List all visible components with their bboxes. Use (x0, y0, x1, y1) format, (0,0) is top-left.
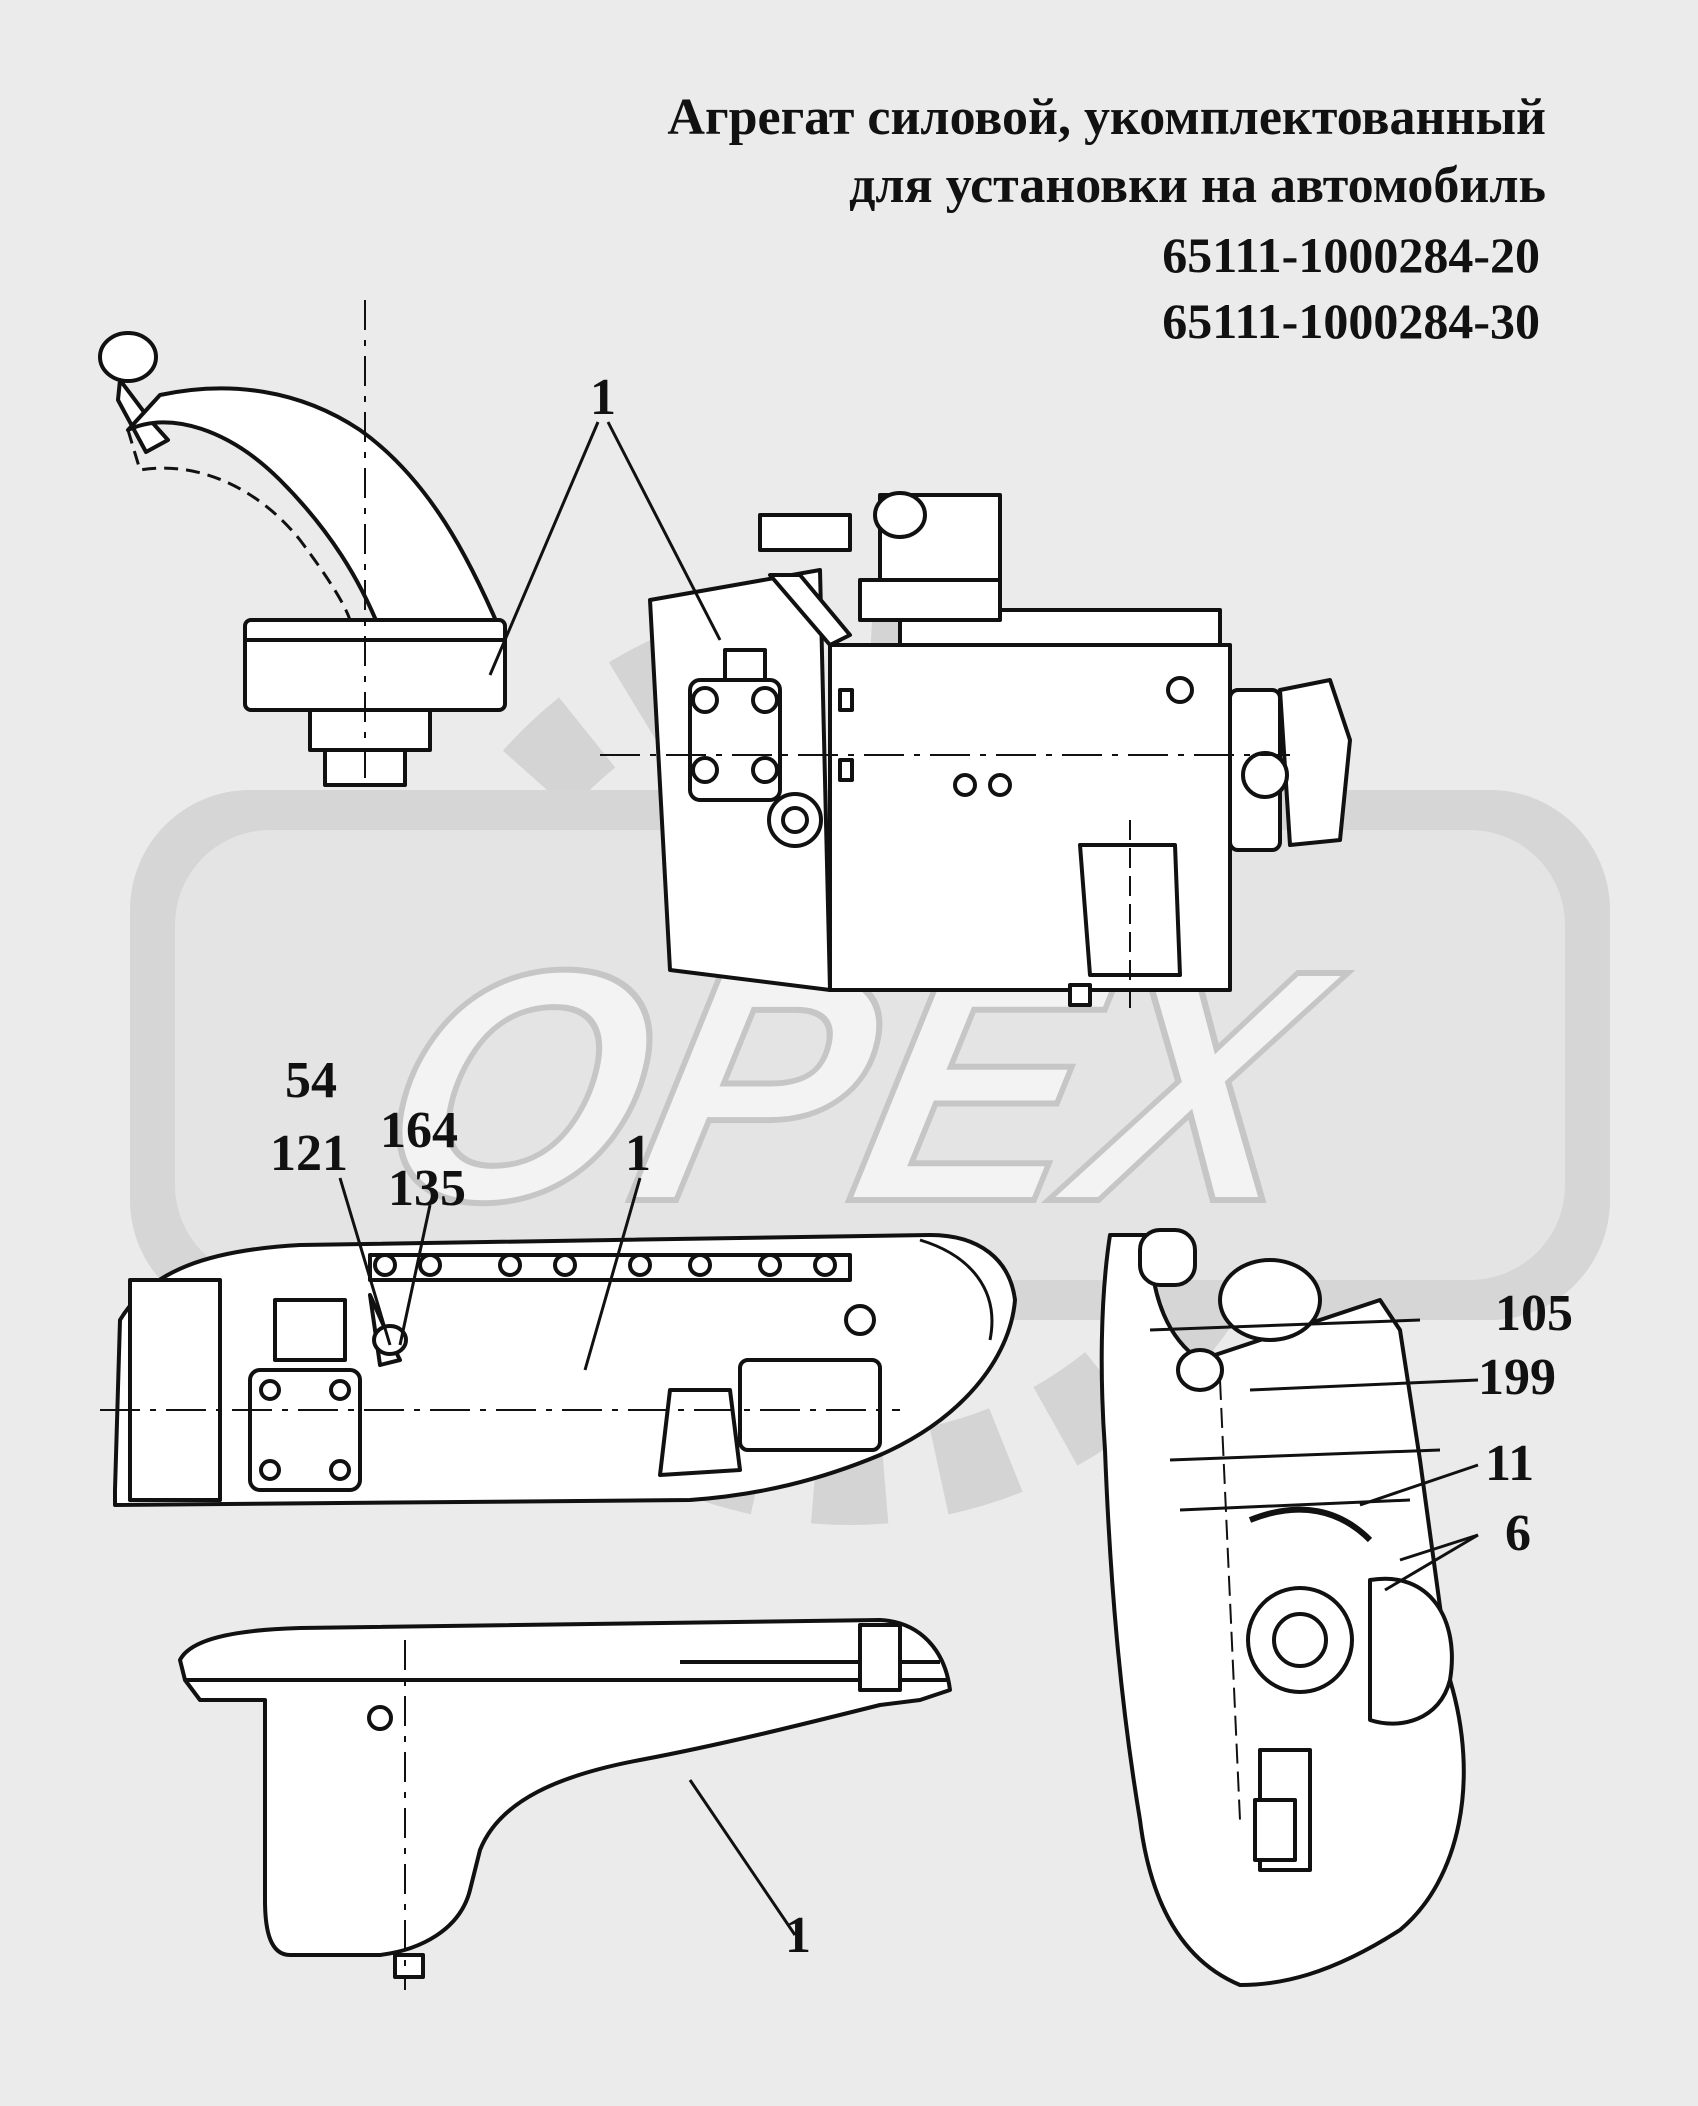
callout-6: 6 (1505, 1505, 1531, 1562)
gear-lever-drawing (98, 300, 507, 787)
callout-121: 121 (270, 1125, 348, 1182)
callout-lever: 1 (590, 369, 616, 426)
gearbox-drawing (600, 491, 1352, 1010)
engine-front-drawing (1099, 1228, 1466, 1987)
callout-11: 11 (1485, 1435, 1535, 1492)
callout-engine: 1 (625, 1125, 651, 1182)
callout-164: 164 (380, 1102, 458, 1159)
title-line-1: Агрегат силовой, укомплектованный (667, 89, 1546, 146)
part-number-1: 65111-1000284-20 (1162, 227, 1540, 283)
part-number-2: 65111-1000284-30 (1162, 293, 1540, 349)
callout-105: 105 (1495, 1285, 1573, 1342)
callout-54: 54 (285, 1052, 337, 1109)
oil-pan-drawing (178, 1618, 952, 1990)
leader-lines (338, 421, 1479, 1936)
callout-135: 135 (388, 1160, 466, 1217)
title-line-2: для установки на автомобиль (849, 157, 1546, 214)
callout-oil-pan: 1 (785, 1907, 811, 1964)
engine-drawing (100, 1233, 1017, 1507)
callout-199: 199 (1478, 1349, 1556, 1406)
